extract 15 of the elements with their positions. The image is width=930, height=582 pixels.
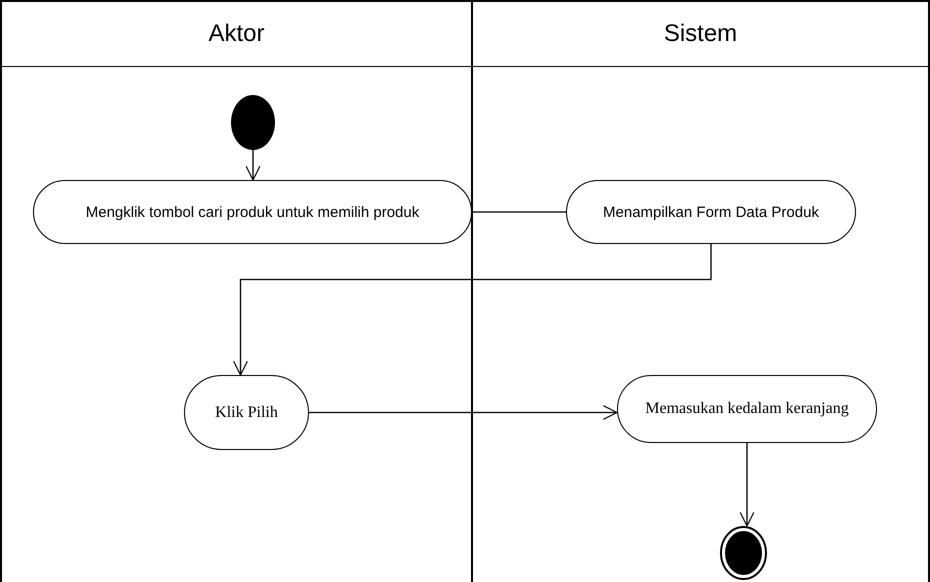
- arrow: [309, 404, 618, 420]
- activity-box: Memasukan kedalam keranjang: [617, 375, 877, 443]
- lane-title: Sistem: [664, 20, 738, 48]
- swimlane: [471, 0, 930, 582]
- activity-box: Mengklik tombol cari produk untuk memilih produk: [33, 180, 472, 244]
- arrow: [232, 244, 712, 376]
- final-node-circle: [720, 526, 767, 580]
- arrow: [739, 443, 755, 527]
- swimlane: [0, 0, 473, 582]
- lane-title: Aktor: [208, 20, 264, 48]
- connector-line: [472, 211, 566, 213]
- initial-node-circle: [231, 95, 275, 150]
- arrow: [245, 150, 261, 181]
- activity-box: Menampilkan Form Data Produk: [566, 180, 856, 244]
- activity-box: Klik Pilih: [184, 375, 309, 450]
